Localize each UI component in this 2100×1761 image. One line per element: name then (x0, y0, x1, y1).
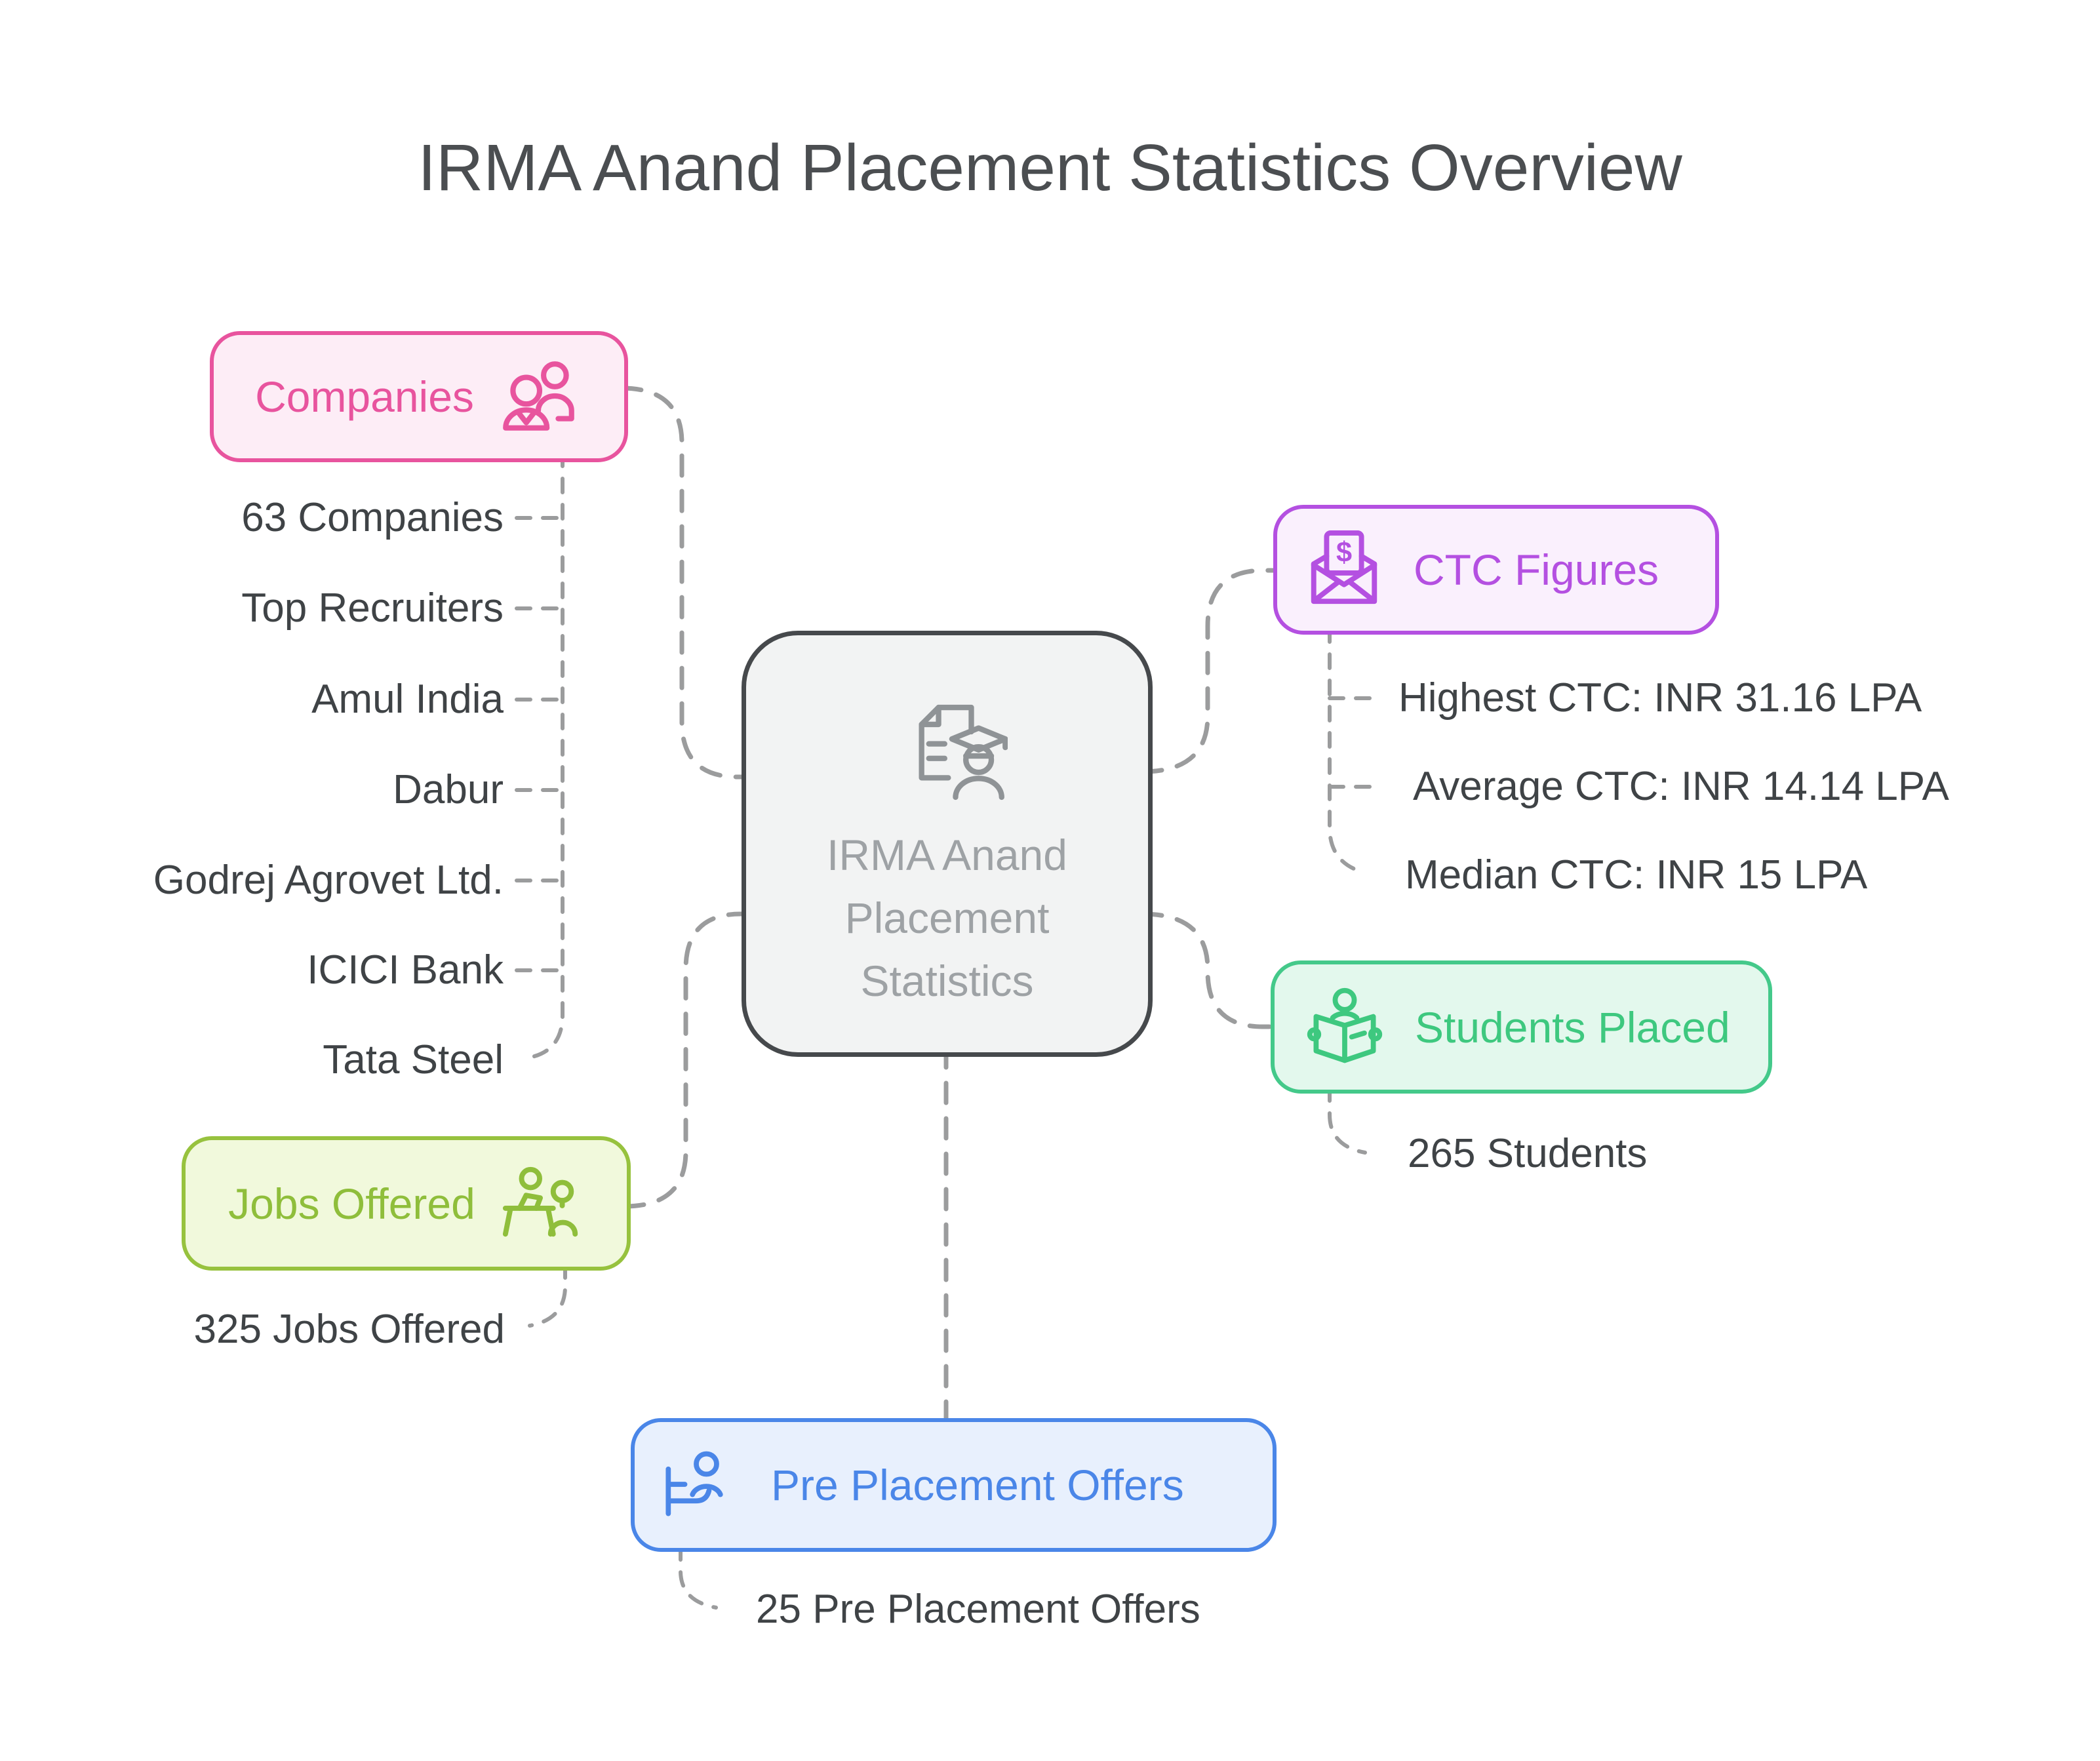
node-jobs-label: Jobs Offered (228, 1179, 475, 1228)
companies-item: 63 Companies (241, 495, 504, 540)
connector-companies-center (619, 386, 755, 780)
center-node: IRMA Anand Placement Statistics (742, 631, 1153, 1057)
node-companies: Companies (210, 331, 628, 462)
ctc-item: Median CTC: INR 15 LPA (1405, 852, 1868, 898)
reading-book-icon (1307, 987, 1383, 1063)
ppo-item-line (679, 1544, 718, 1610)
page-title: IRMA Anand Placement Statistics Overview (418, 131, 1682, 205)
people-icon (503, 361, 574, 431)
node-ctc-figures: $ CTC Figures (1273, 505, 1719, 635)
center-label-line-2: Placement (844, 894, 1050, 942)
companies-item: Amul India (311, 677, 504, 722)
ctc-item: Average CTC: INR 14.14 LPA (1413, 764, 1949, 809)
companies-item: Top Recruiters (241, 585, 504, 631)
ctc-item: Highest CTC: INR 31.16 LPA (1398, 675, 1922, 721)
node-students-label: Students Placed (1415, 1002, 1730, 1052)
node-companies-label: Companies (255, 372, 474, 421)
svg-text:$: $ (1336, 537, 1352, 568)
connector-jobs-center (622, 911, 755, 1209)
jobs-item: 325 Jobs Offered (193, 1307, 505, 1352)
node-pre-placement-offers: Pre Placement Offers (631, 1418, 1277, 1552)
students-item-line (1328, 1085, 1367, 1155)
center-label-line-3: Statistics (860, 957, 1034, 1005)
node-ctc-label: CTC Figures (1414, 545, 1659, 594)
connector-ctc-center (1139, 568, 1282, 774)
document-graduate-icon (919, 704, 1008, 801)
center-label-line-1: IRMA Anand (827, 831, 1067, 879)
connector-students-center (1139, 911, 1282, 1029)
interview-desk-icon (502, 1166, 578, 1237)
companies-item: Tata Steel (323, 1037, 504, 1082)
node-ppo-label: Pre Placement Offers (771, 1461, 1184, 1509)
salary-envelope-icon: $ (1311, 530, 1377, 604)
person-desk-icon (665, 1451, 723, 1516)
companies-item: Godrej Agrovet Ltd. (153, 858, 504, 903)
ctc-items-line (1328, 626, 1364, 874)
jobs-item-line (528, 1262, 567, 1328)
students-item: 265 Students (1408, 1131, 1648, 1176)
companies-item: ICICI Bank (307, 947, 504, 993)
companies-items-line (530, 450, 565, 1059)
companies-item: Dabur (393, 767, 504, 812)
node-jobs-offered: Jobs Offered (182, 1136, 631, 1271)
ppo-item: 25 Pre Placement Offers (756, 1587, 1200, 1632)
node-students-placed: Students Placed (1271, 960, 1772, 1094)
